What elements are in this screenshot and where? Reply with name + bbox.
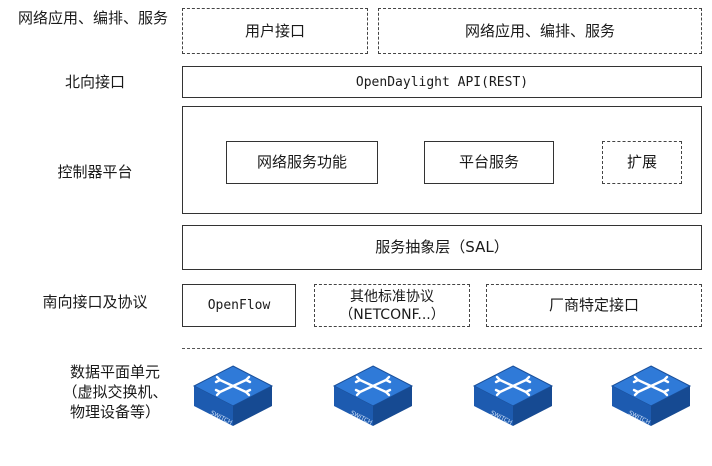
southbound-label: 南向接口及协议 [42, 293, 148, 311]
apps-services-text: 网络应用、编排、服务 [464, 21, 615, 40]
dataplane-label: 数据平面单元（虚拟交换机、物理设备等） [62, 363, 168, 421]
network-services-box: 网络服务功能 [226, 141, 378, 184]
network-services-text: 网络服务功能 [256, 153, 347, 171]
extension-text: 扩展 [626, 153, 657, 171]
sal-text: 服务抽象层（SAL） [375, 238, 509, 256]
sal-box: 服务抽象层（SAL） [182, 225, 702, 270]
other-standard-text: 其他标准协议（NETCONF...） [339, 288, 445, 323]
platform-services-box: 平台服务 [424, 141, 554, 184]
controller-label: 控制器平台 [57, 163, 133, 181]
extension-box: 扩展 [602, 141, 682, 184]
switch-icon: SWITCH [332, 365, 414, 426]
switch-icon: SWITCH [610, 365, 692, 426]
other-standard-box: 其他标准协议（NETCONF...） [314, 284, 470, 327]
openflow-box: OpenFlow [182, 284, 296, 327]
northbound-api-box: OpenDaylight API(REST) [182, 66, 702, 98]
northbound-label: 北向接口 [64, 73, 125, 91]
user-interface-text: 用户接口 [244, 21, 305, 40]
switch-icon: SWITCH [472, 365, 554, 426]
platform-services-text: 平台服务 [458, 153, 519, 171]
dataplane-separator [182, 348, 702, 349]
northbound-api-text: OpenDaylight API(REST) [355, 74, 529, 90]
switch-icon: SWITCH [192, 365, 274, 426]
apps-layer-label: 网络应用、编排、服务 [18, 9, 169, 27]
apps-services-box: 网络应用、编排、服务 [378, 8, 702, 54]
openflow-text: OpenFlow [207, 298, 271, 313]
vendor-specific-box: 厂商特定接口 [486, 284, 702, 327]
vendor-specific-text: 厂商特定接口 [548, 296, 639, 314]
user-interface-box: 用户接口 [182, 8, 368, 54]
